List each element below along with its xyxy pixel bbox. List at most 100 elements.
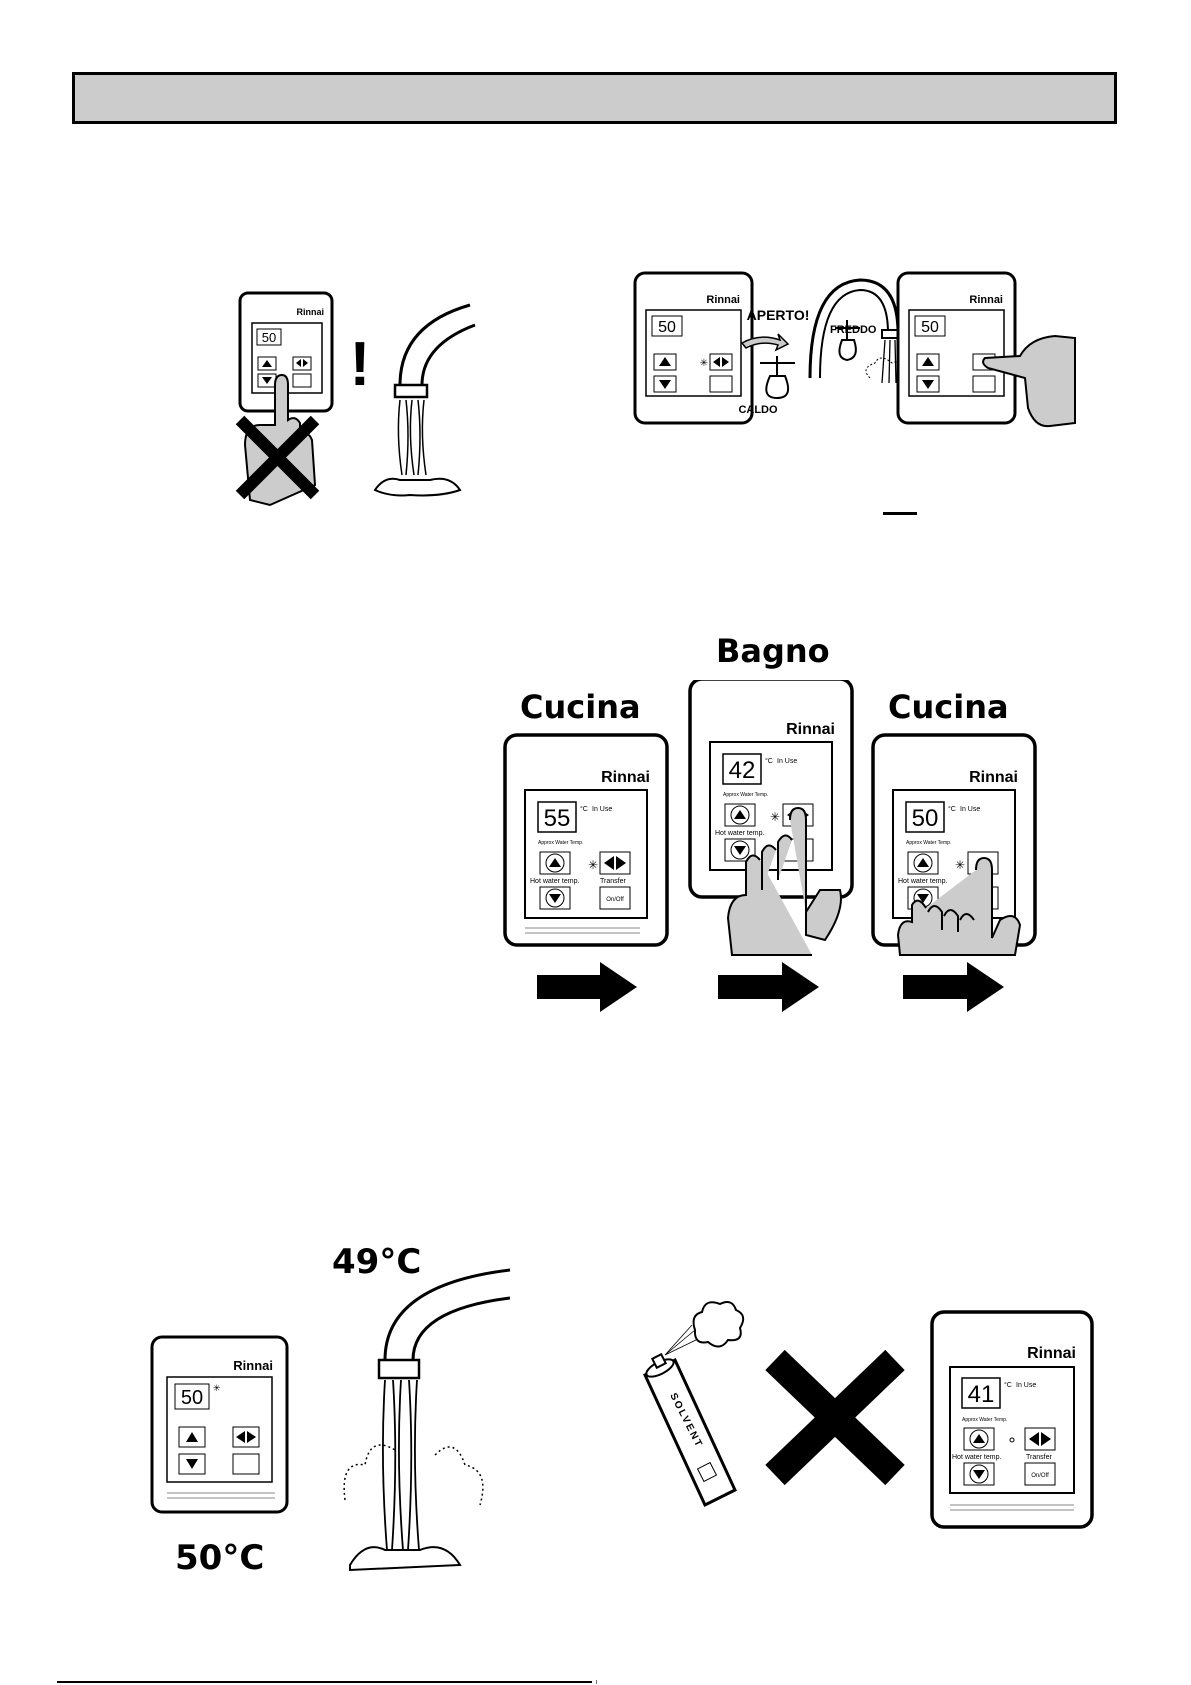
pressing-hand-icon <box>982 334 1076 428</box>
controller-illustration: Rinnai 50 ✳ <box>150 1335 289 1514</box>
right-arrow-icon <box>903 962 1004 1012</box>
illustration-open-tap-then-transfer: Rinnai 50 ✳ APERTO! FREDDO CALDO Rinnai … <box>633 271 1076 428</box>
on-off-label: On/Off <box>1031 1473 1049 1479</box>
transfer-button[interactable] <box>599 851 631 875</box>
on-off-button[interactable] <box>972 375 996 393</box>
temperature-display: 41 <box>968 1381 995 1408</box>
underline-mark <box>883 512 917 515</box>
prohibited-cross-icon <box>765 1349 905 1486</box>
approx-temp-label: Approx Water Temp. <box>962 1417 1007 1423</box>
transfer-label: Transfer <box>600 878 626 885</box>
on-off-button[interactable] <box>1024 1462 1056 1486</box>
indicator-light-blinking-icon: ✳ <box>955 858 965 872</box>
down-arrow-icon <box>973 1470 985 1479</box>
indicator-light-blinking-icon: ✳ <box>700 358 708 369</box>
indicator-light-blinking-icon: ✳ <box>213 1383 221 1393</box>
pressing-hand-icon <box>726 806 842 956</box>
set-temperature-label: 50°C <box>175 1538 265 1578</box>
hot-water-temp-label: Hot water temp. <box>952 1454 1001 1461</box>
on-off-button[interactable] <box>599 886 631 910</box>
transfer-arrows-icon <box>1029 1432 1051 1446</box>
brand-logo: Rinnai <box>296 307 324 317</box>
footer-tick <box>596 1680 597 1684</box>
up-arrow-icon <box>659 357 671 366</box>
up-arrow-icon <box>262 360 272 367</box>
on-off-button[interactable] <box>232 1453 260 1475</box>
transfer-button[interactable] <box>709 353 733 371</box>
down-arrow-icon <box>262 377 272 384</box>
brand-logo: Rinnai <box>969 294 1003 306</box>
unit-label: °C <box>580 805 588 813</box>
controller-illustration-left: Rinnai 50 ✳ <box>633 271 754 425</box>
running-tap-icon <box>373 303 476 497</box>
warning-exclamation: ! <box>350 330 371 399</box>
hot-tap-label: CALDO <box>738 404 778 416</box>
spray-can-icon: SOLVENT <box>643 1301 745 1508</box>
in-use-label: In Use <box>777 758 797 765</box>
in-use-label: In Use <box>592 806 612 813</box>
down-arrow-icon <box>186 1459 198 1469</box>
location-label-cucina-second: Cucina <box>888 688 1009 726</box>
transfer-button[interactable] <box>292 356 312 371</box>
temperature-display: 50 <box>181 1387 203 1409</box>
unit-label: °C <box>1004 1381 1012 1389</box>
temperature-display: 50 <box>658 319 676 336</box>
up-arrow-icon <box>734 810 746 819</box>
cold-tap-label: FREDDO <box>830 324 877 336</box>
brand-logo: Rinnai <box>601 769 650 786</box>
approx-temp-label: Approx Water Temp. <box>906 840 951 846</box>
brand-logo: Rinnai <box>786 721 835 738</box>
controller-illustration-right: Rinnai 50 <box>896 271 1017 425</box>
right-arrow-icon <box>718 962 819 1012</box>
mixer-tap-icon <box>760 278 914 400</box>
hot-water-temp-label: Hot water temp. <box>715 830 764 837</box>
on-off-button[interactable] <box>292 373 312 388</box>
location-label-bagno: Bagno <box>716 632 830 670</box>
transfer-arrows-icon <box>236 1431 256 1443</box>
up-arrow-icon <box>549 858 561 867</box>
approx-temp-label: Approx Water Temp. <box>538 840 583 846</box>
up-arrow-icon <box>922 357 934 366</box>
up-arrow-icon <box>973 1434 985 1443</box>
approx-temp-label: Approx Water Temp. <box>723 792 768 798</box>
brand-logo: Rinnai <box>706 294 740 306</box>
temperature-display: 55 <box>544 805 571 832</box>
controller-kitchen-1: Rinnai 55 °C In Use Approx Water Temp. H… <box>503 733 669 947</box>
down-arrow-icon <box>917 894 929 903</box>
hot-water-temp-label: Hot water temp. <box>898 878 947 885</box>
transfer-arrows-icon <box>296 359 308 367</box>
transfer-arrows-icon <box>604 856 626 870</box>
illustration-temperature-difference: Rinnai 50 ✳ <box>150 1268 511 1572</box>
transfer-arrows-icon <box>713 357 729 367</box>
controller-bathroom: Rinnai 42 °C In Use Approx Water Temp. H… <box>688 680 854 956</box>
hot-water-temp-label: Hot water temp. <box>530 878 579 885</box>
brand-logo: Rinnai <box>233 1358 273 1373</box>
outlet-temperature-label: 49°C <box>332 1242 422 1282</box>
down-arrow-icon <box>922 380 934 389</box>
in-use-label: In Use <box>1016 1382 1036 1389</box>
up-arrow-icon <box>917 858 929 867</box>
down-arrow-icon <box>549 894 561 903</box>
footer-rule <box>57 1681 592 1683</box>
indicator-light-blinking-icon: ✳ <box>770 810 780 824</box>
steam-icon <box>865 357 914 387</box>
on-off-label: On/Off <box>606 897 624 903</box>
indicator-light-blinking-icon: ✳ <box>588 858 598 872</box>
illustration-transfer-sequence: Rinnai 55 °C In Use Approx Water Temp. H… <box>503 680 1037 1012</box>
steam-icon <box>343 1444 484 1506</box>
illustration-dont-press-while-running: Rinnai 50 ! <box>235 291 476 507</box>
illustration-no-solvent-cleaning: SOLVENT Rinnai 41 °C In Use Approx Water… <box>643 1301 1094 1529</box>
right-arrow-icon <box>537 962 637 1012</box>
on-off-button[interactable] <box>709 375 733 393</box>
rotate-arrow-icon <box>740 333 790 352</box>
tap-open-label: APERTO! <box>747 307 810 323</box>
up-arrow-icon <box>186 1432 198 1442</box>
section-header-bar <box>72 72 1117 124</box>
unit-label: °C <box>948 805 956 813</box>
transfer-button[interactable] <box>232 1426 260 1448</box>
spray-cloud-icon <box>692 1301 745 1348</box>
controller-illustration: Rinnai 41 °C In Use Approx Water Temp. H… <box>930 1310 1094 1529</box>
transfer-button[interactable] <box>1024 1427 1056 1451</box>
transfer-label: Transfer <box>1026 1454 1052 1461</box>
running-tap-icon <box>343 1268 511 1572</box>
